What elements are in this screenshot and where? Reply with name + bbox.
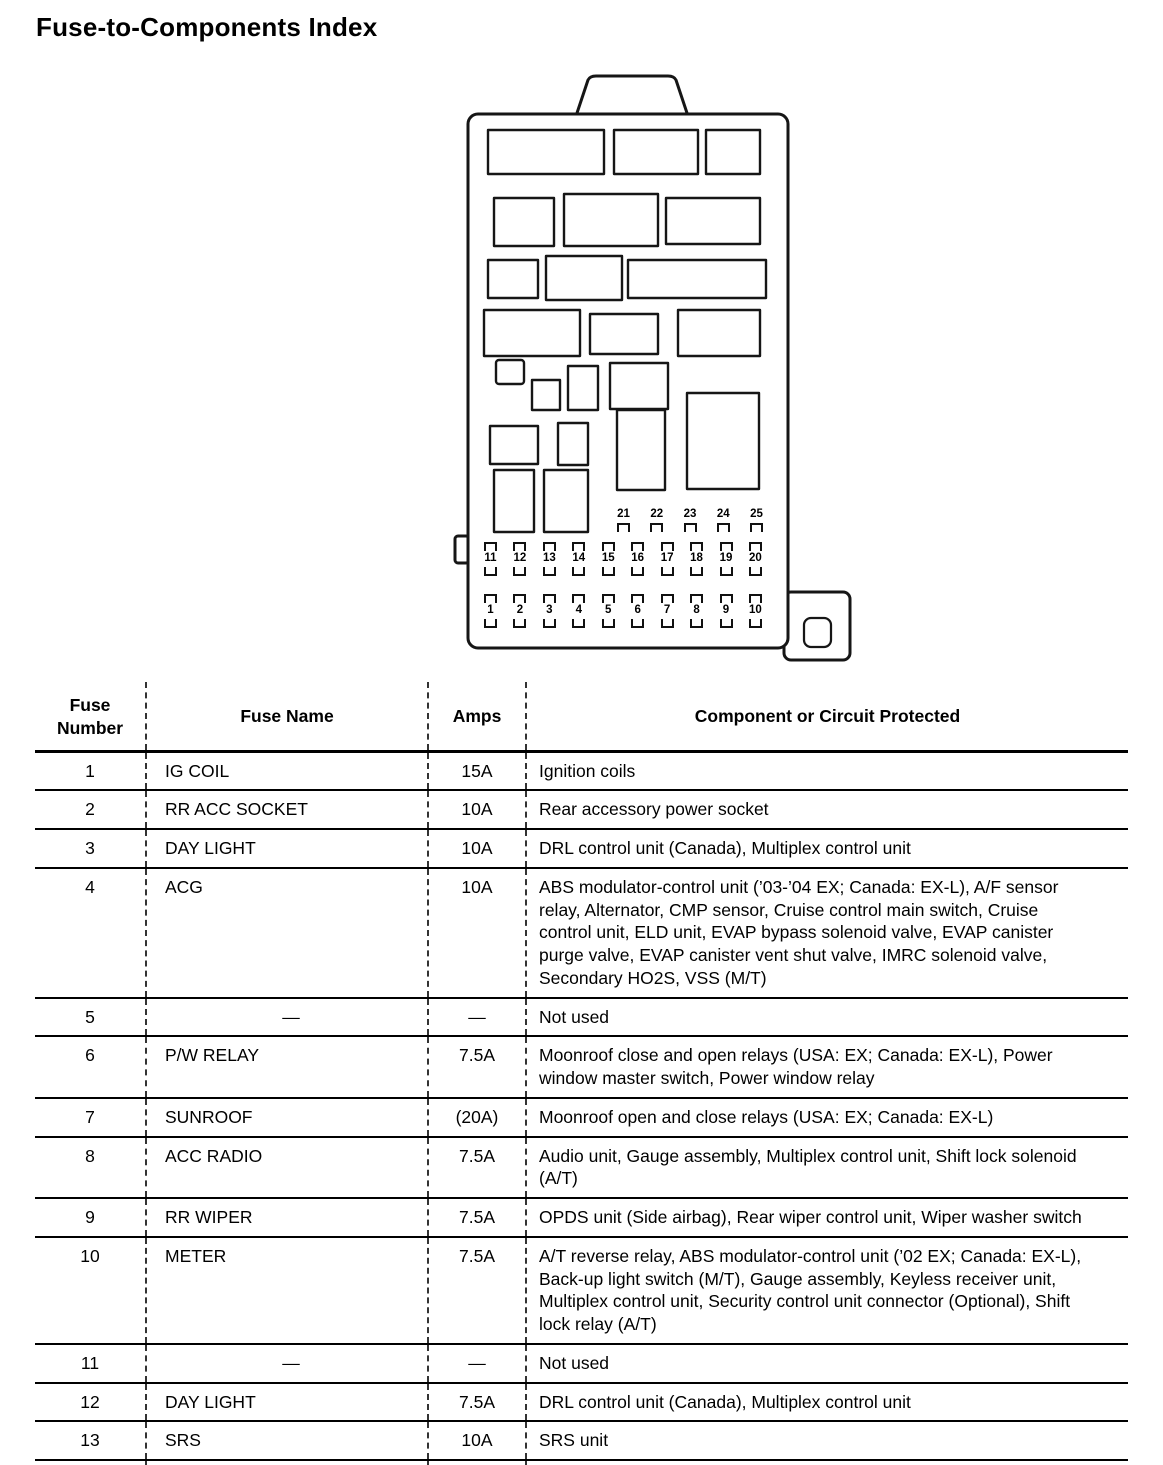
fuse-name-cell: METER — [145, 1236, 428, 1344]
table-header-row: Fuse Number Fuse Name Amps Component or … — [35, 682, 1128, 753]
amps-cell: 7.5A — [427, 1382, 526, 1422]
component-cell: Moonroof close and open relays (USA: EX;… — [525, 1036, 1128, 1098]
fuse-name-cell: P/W RELAY — [145, 1036, 428, 1098]
table-row-partial — [35, 1460, 1128, 1465]
fuse-name-cell: — — [145, 997, 428, 1037]
fuse-box-top-tab — [574, 74, 690, 118]
component-cell: Ignition coils — [525, 751, 1128, 791]
fuse-name-cell: SRS — [145, 1421, 428, 1460]
fuse-name-cell: IG COIL — [145, 751, 428, 791]
component-cell: Audio unit, Gauge assembly, Multiplex co… — [525, 1136, 1128, 1198]
component-cell: OPDS unit (Side airbag), Rear wiper cont… — [525, 1198, 1128, 1237]
fuse-name-cell: ACC RADIO — [145, 1136, 428, 1198]
component-cell: Rear accessory power socket — [525, 790, 1128, 829]
header-amps: Amps — [427, 682, 526, 753]
fuse-number-cell: 1 — [85, 760, 95, 781]
amps-cell: (20A) — [427, 1097, 526, 1137]
amps-cell: 7.5A — [427, 1198, 526, 1237]
table-row: 11——Not used — [35, 1343, 1128, 1383]
fuse-number-cell: 8 — [85, 1145, 95, 1166]
fuse-number-cell: 10 — [80, 1245, 100, 1266]
component-cell: Not used — [525, 1343, 1128, 1383]
amps-cell: 10A — [427, 867, 526, 998]
amps-cell: 10A — [427, 829, 526, 868]
fuse-number-cell: 13 — [80, 1430, 100, 1451]
fuse-number-cell: 11 — [80, 1352, 100, 1373]
table-row: 7 SUNROOF(20A)Moonroof open and close rel… — [35, 1097, 1128, 1137]
component-cell: A/T reverse relay, ABS modulator-control… — [525, 1236, 1128, 1344]
table-header: Fuse Number Fuse Name Amps Component or … — [35, 682, 1128, 753]
component-cell: DRL control unit (Canada), Multiplex con… — [525, 1382, 1128, 1422]
fuse-number-cell: 4 — [85, 876, 95, 897]
fuse-number-cell: 6 — [85, 1045, 95, 1066]
fuse-name-cell: DAY LIGHT — [145, 829, 428, 868]
fuse-number-cell: 12 — [80, 1391, 100, 1412]
fuse-name-cell: ACG — [145, 867, 428, 998]
component-cell: Not used — [525, 997, 1128, 1037]
fuse-number-cell: 5 — [85, 1006, 95, 1027]
fuse-number-cell: 2 — [85, 799, 95, 820]
header-component: Component or Circuit Protected — [525, 682, 1128, 753]
fuse-name-cell: RR ACC SOCKET — [145, 790, 428, 829]
fuse-name-cell: DAY LIGHT — [145, 1382, 428, 1422]
component-cell: ABS modulator-control unit (’03-’04 EX; … — [525, 867, 1128, 998]
amps-cell: — — [427, 1343, 526, 1383]
fuse-index-table-wrap: Fuse Number Fuse Name Amps Component or … — [35, 682, 1128, 1465]
fuse-name-cell: — — [145, 1343, 428, 1383]
header-fuse-name: Fuse Name — [145, 682, 428, 753]
page-title: Fuse-to-Components Index — [36, 12, 378, 42]
fuse-number-cell: 7 — [85, 1106, 95, 1127]
amps-cell: — — [427, 997, 526, 1037]
amps-cell: 10A — [427, 1421, 526, 1460]
amps-cell: 15A — [427, 751, 526, 791]
component-cell: Moonroof open and close relays (USA: EX;… — [525, 1097, 1128, 1137]
header-fuse-number: Fuse Number — [35, 682, 146, 753]
amps-cell: 7.5A — [427, 1236, 526, 1344]
fuse-name-cell: SUNROOF — [145, 1097, 428, 1137]
amps-cell: 7.5A — [427, 1136, 526, 1198]
component-cell: DRL control unit (Canada), Multiplex con… — [525, 829, 1128, 868]
fuse-number-cell: 9 — [85, 1207, 95, 1227]
fuse-name-cell: RR WIPER — [145, 1198, 428, 1237]
fuse-index-table: Fuse Number Fuse Name Amps Component or … — [35, 682, 1128, 1465]
fuse-number-cell: 3 — [85, 838, 95, 858]
fuse-box-drawing — [453, 74, 852, 662]
component-cell: SRS unit — [525, 1421, 1128, 1460]
amps-cell: 10A — [427, 790, 526, 829]
table-row: 5——Not used — [35, 997, 1128, 1037]
amps-cell: 7.5A — [427, 1036, 526, 1098]
